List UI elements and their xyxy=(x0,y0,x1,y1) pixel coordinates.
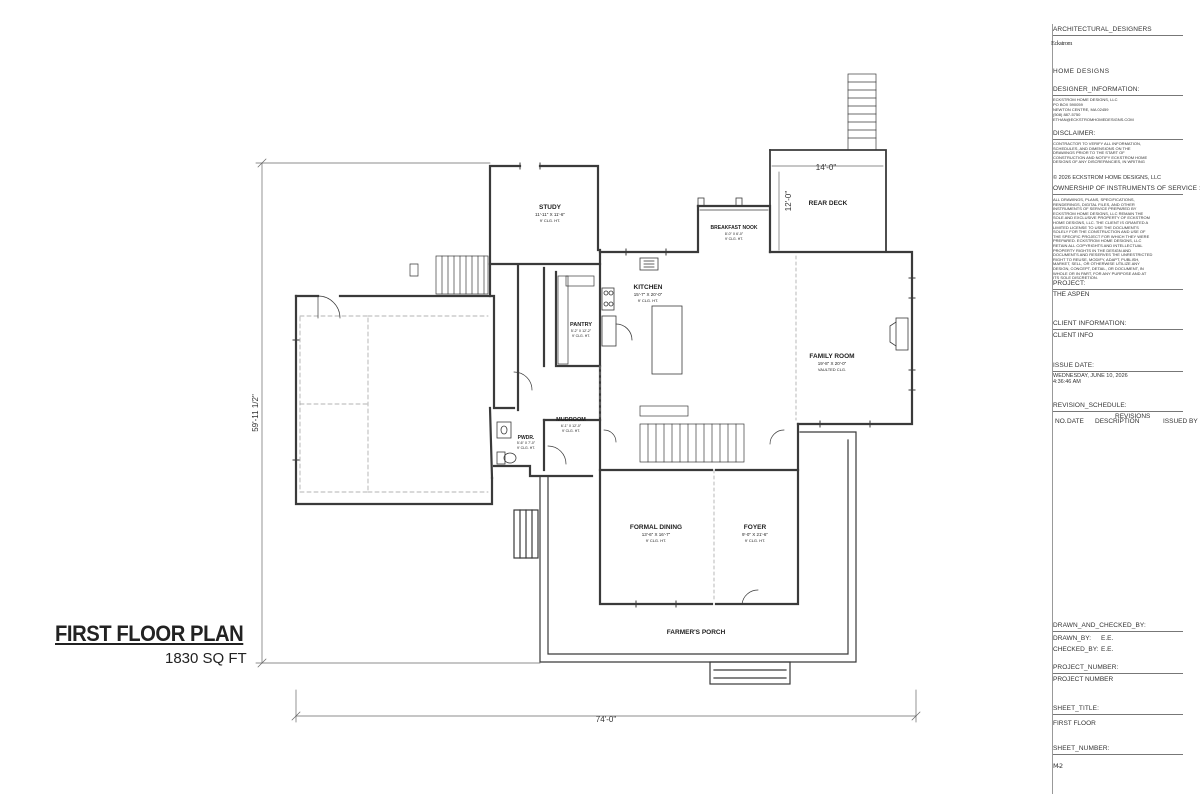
room-breakfast-size: 8'-0" X 6'-0" xyxy=(725,232,744,236)
ownership-text: ALL DRAWINGS, PLANS, SPECIFICATIONS, REN… xyxy=(1053,197,1153,281)
sheet-number-label: SHEET_NUMBER: xyxy=(1053,745,1183,755)
room-pantry-size: 5'-2" X 12'-2" xyxy=(571,329,592,333)
checked-by-label: CHECKED_BY: xyxy=(1053,646,1099,653)
main-stair xyxy=(639,405,785,605)
room-breakfast-name: BREAKFAST NOOK xyxy=(711,225,758,231)
designer-line-3: NEWTON CENTRE, MA 02459 xyxy=(1053,107,1109,112)
rev-col-no: NO. xyxy=(1055,418,1067,425)
rev-col-description: DESCRIPTION xyxy=(1095,418,1140,425)
issue-date-value: WEDNESDAY, JUNE 10, 2026 xyxy=(1053,373,1128,379)
project-number-label: PROJECT_NUMBER: xyxy=(1053,664,1183,674)
drawn-by-value: E.E. xyxy=(1101,635,1114,642)
rear-deck xyxy=(769,149,887,253)
kitchen-fixtures xyxy=(601,257,683,375)
room-family-name: FAMILY ROOM xyxy=(809,353,854,360)
ownership-label: OWNERSHIP OF INSTRUMENTS OF SERVICE : xyxy=(1053,185,1200,195)
title-block: ARCHITECTURAL_DESIGNERS Eckstrom HOME DE… xyxy=(1051,24,1200,794)
overall-dimension-lines xyxy=(255,158,921,723)
brand-subtitle: HOME DESIGNS xyxy=(1053,68,1110,75)
room-kitchen-size: 15'-7" X 20'-0" xyxy=(634,292,663,297)
service-walls xyxy=(488,264,602,480)
issue-date-label: ISSUE DATE: xyxy=(1053,362,1183,372)
room-foyer-clg: 9' CLG. HT. xyxy=(745,538,766,543)
room-mudroom-name: MUDROOM xyxy=(556,417,586,423)
room-study-clg: 9' CLG. HT. xyxy=(540,218,561,223)
disclaimer-label: DISCLAIMER: xyxy=(1053,130,1183,140)
room-pantry-name: PANTRY xyxy=(570,322,592,328)
project-label: PROJECT: xyxy=(1053,280,1183,290)
fireplace xyxy=(889,317,909,351)
room-breakfast-clg: 9' CLG. HT. xyxy=(725,237,743,241)
room-family-clg: VAULTED CLG. xyxy=(818,367,846,372)
designer-line-4: (508) 887-5750 xyxy=(1053,112,1081,117)
room-dining-clg: 9' CLG. HT. xyxy=(646,538,667,543)
room-study-name: STUDY xyxy=(539,204,562,211)
dim-deck-width: 14'-0" xyxy=(816,163,837,172)
room-study-size: 11'-11" X 11'-6" xyxy=(535,212,565,217)
sheet-number-value: M-2 xyxy=(1053,762,1063,770)
room-pwdr-clg: 9' CLG. HT. xyxy=(517,446,535,450)
study-walls xyxy=(488,164,602,298)
disclaimer-text: CONTRACTOR TO VERIFY ALL INFORMATION, SC… xyxy=(1053,141,1148,165)
checked-by-value: E.E. xyxy=(1101,646,1114,653)
room-dining-size: 13'-6" X 16'-7" xyxy=(642,532,671,537)
breakfast-bay xyxy=(697,197,769,211)
project-number-value: PROJECT NUMBER xyxy=(1053,676,1114,683)
room-rear-deck-name: REAR DECK xyxy=(809,200,848,207)
issue-time-value: 4:36:46 AM xyxy=(1053,379,1081,385)
room-kitchen-clg: 9' CLG. HT. xyxy=(638,298,659,303)
client-info-value: CLIENT INFO xyxy=(1053,332,1094,339)
deck-stair xyxy=(847,73,877,151)
room-dining-name: FORMAL DINING xyxy=(630,524,682,531)
plan-area: 1830 SQ FT xyxy=(165,650,247,667)
revisions-header: REVISIONS xyxy=(1115,413,1151,420)
room-pantry-clg: 9' CLG. HT. xyxy=(572,334,590,338)
garage-door-dashed xyxy=(299,315,489,493)
garage-outline xyxy=(294,294,494,506)
architectural-designers-label: ARCHITECTURAL_DESIGNERS xyxy=(1053,26,1183,36)
floor-plan-drawing: 74'-0" 59'-11 1/2" 14'-0" 12'-0" STUDY 1… xyxy=(251,73,921,724)
plan-title: FIRST FLOOR PLAN xyxy=(55,621,244,646)
room-family-size: 19'-8" X 20'-0" xyxy=(818,361,847,366)
room-foyer-name: FOYER xyxy=(744,524,767,531)
dim-overall-depth: 59'-11 1/2" xyxy=(251,394,260,432)
dashed-openings xyxy=(599,255,797,601)
designer-line-1: ECKSTROM HOME DESIGNS, LLC xyxy=(1053,97,1118,102)
dim-overall-width: 74'-0" xyxy=(596,715,617,724)
rear-stair xyxy=(409,255,489,295)
room-pwdr-size: 5'-6" X 7'-0" xyxy=(517,441,536,445)
powder-fixtures xyxy=(496,421,517,465)
pantry-shelves xyxy=(513,275,617,465)
brand-name: Eckstrom xyxy=(1051,40,1072,47)
room-porch-name: FARMER'S PORCH xyxy=(667,629,726,636)
room-foyer-size: 9'-0" X 21'-6" xyxy=(742,532,768,537)
designer-line-5: ETHAN@ECKSTROMHOMEDESIGNS.COM xyxy=(1053,117,1134,122)
room-pwdr-name: PWDR. xyxy=(518,435,535,441)
main-house-walls xyxy=(598,204,914,606)
room-mudroom-clg: 9' CLG. HT. xyxy=(562,429,580,433)
dim-deck-depth: 12'-0" xyxy=(784,191,793,212)
sheet-title-label: SHEET_TITLE: xyxy=(1053,705,1183,715)
rev-col-date: DATE xyxy=(1067,418,1084,425)
designer-info-label: DESIGNER_INFORMATION: xyxy=(1053,86,1183,96)
farmers-porch xyxy=(513,431,857,685)
project-value: THE ASPEN xyxy=(1053,291,1090,298)
room-mudroom-size: 6'-1" X 12'-0" xyxy=(561,424,582,428)
window-ticks xyxy=(292,162,916,608)
drawn-checked-label: DRAWN_AND_CHECKED_BY: xyxy=(1053,622,1183,632)
sheet-title-value: FIRST FLOOR xyxy=(1053,720,1096,727)
revision-schedule-label: REVISION_SCHEDULE: xyxy=(1053,402,1183,412)
copyright-text: © 2026 ECKSTROM HOME DESIGNS, LLC xyxy=(1053,175,1161,181)
designer-line-2: PO BOX 590059 xyxy=(1053,102,1083,107)
client-info-label: CLIENT INFORMATION: xyxy=(1053,320,1183,330)
drawn-by-label: DRAWN_BY: xyxy=(1053,635,1092,642)
rev-col-issued-by: ISSUED BY xyxy=(1163,418,1198,425)
room-kitchen-name: KITCHEN xyxy=(634,284,663,291)
garage-side-door xyxy=(317,295,341,319)
